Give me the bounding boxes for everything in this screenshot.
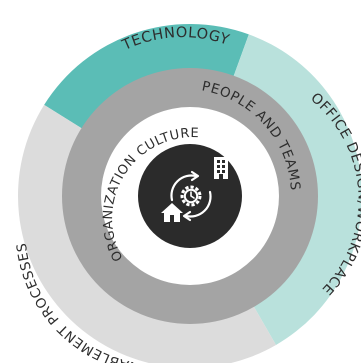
gear-icon [180,185,202,207]
outer-segment-office-design [233,34,361,345]
cycle-arrows-icon [170,170,212,222]
outer-segment-enablement [18,104,276,363]
building-icon [214,157,228,179]
home-icon [161,203,183,222]
